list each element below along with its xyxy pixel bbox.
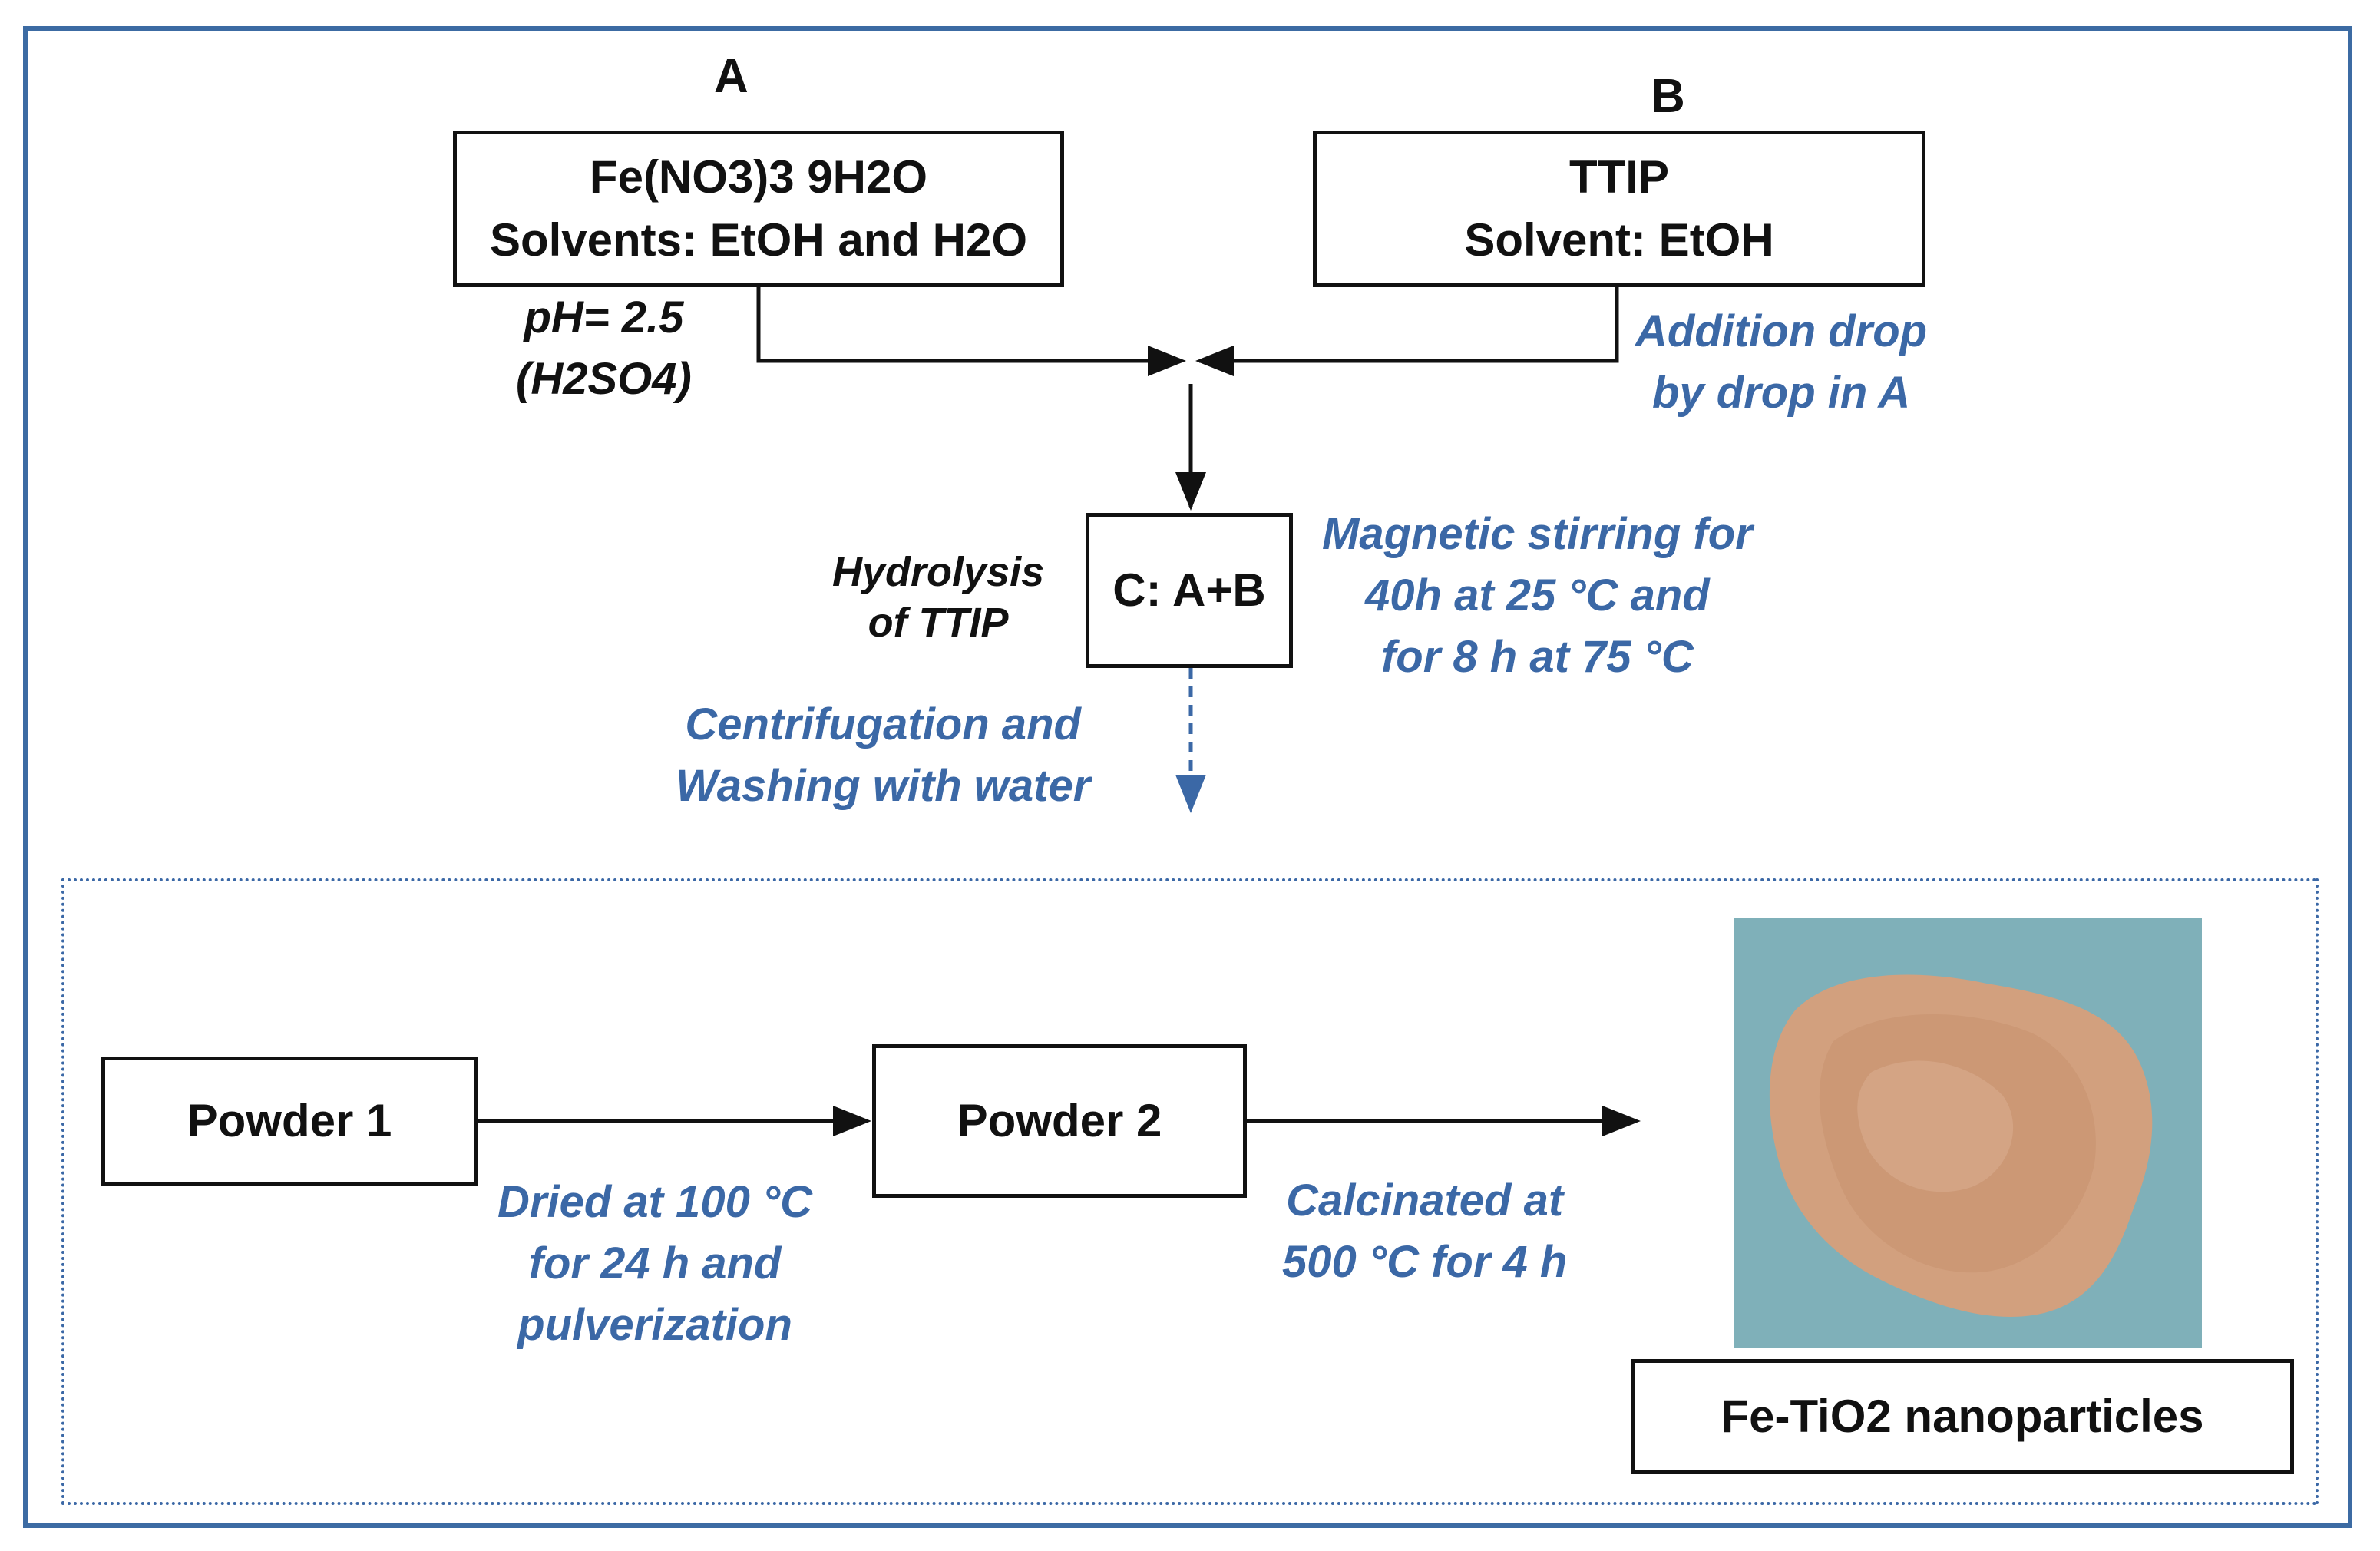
box-b-line2: Solvent: EtOH [1464, 214, 1774, 266]
nanoparticle-powder-photo [1734, 918, 2202, 1348]
centrifugation-note-line1: Centrifugation and [685, 699, 1081, 749]
calcinated-note-line1: Calcinated at [1286, 1176, 1564, 1225]
addition-note-line1: Addition drop [1635, 306, 1928, 356]
stirring-note-line3: for 8 h at 75 °C [1380, 632, 1694, 682]
label-b: B [1651, 70, 1685, 123]
box-a-line2: Solvents: EtOH and H2O [489, 214, 1028, 266]
box-c-label: C: A+B [1112, 564, 1266, 616]
powder-processing-section [61, 878, 2319, 1505]
label-a: A [714, 50, 749, 103]
centrifugation-note: Centrifugation and Washing with water [676, 694, 1090, 817]
dried-note-line2: for 24 h and [528, 1238, 782, 1288]
powder1-label: Powder 1 [187, 1095, 392, 1146]
dried-note: Dried at 100 °C for 24 h and pulverizati… [497, 1172, 812, 1356]
product-label: Fe-TiO2 nanoparticles [1721, 1391, 2204, 1442]
stirring-note-line2: 40h at 25 °C and [1365, 570, 1710, 620]
connector-a-to-junction [756, 287, 1186, 376]
calcinated-note-line2: 500 °C for 4 h [1282, 1237, 1568, 1287]
product-caption-box: Fe-TiO2 nanoparticles [1631, 1359, 2294, 1474]
box-a-line1: Fe(NO3)3 9H2O [589, 151, 928, 203]
outer-frame [23, 26, 2352, 1528]
connector-b-to-junction [1195, 287, 1619, 376]
calcinated-note: Calcinated at 500 °C for 4 h [1282, 1170, 1567, 1293]
powder-highlight [1857, 1060, 2014, 1192]
dried-note-line3: pulverization [517, 1300, 792, 1350]
stirring-note-line1: Magnetic stirring for [1322, 509, 1753, 559]
addition-note-line2: by drop in A [1651, 368, 1911, 418]
ph-note-line1: pH= 2.5 [524, 293, 684, 342]
box-b-ttip: TTIP Solvent: EtOH [1313, 131, 1925, 287]
hydrolysis-note-line2: of TTIP [868, 600, 1009, 646]
box-a-iron-nitrate: Fe(NO3)3 9H2O Solvents: EtOH and H2O [453, 131, 1064, 287]
box-b-line1: TTIP [1569, 151, 1669, 203]
box-powder-1: Powder 1 [101, 1057, 478, 1186]
centrifugation-note-line2: Washing with water [676, 761, 1091, 811]
box-powder-2: Powder 2 [872, 1044, 1247, 1198]
dried-note-line1: Dried at 100 °C [497, 1177, 813, 1227]
stirring-note: Magnetic stirring for 40h at 25 °C and f… [1322, 504, 1753, 688]
powder2-label: Powder 2 [957, 1095, 1162, 1146]
ph-note: pH= 2.5 (H2SO4) [516, 287, 692, 410]
hydrolysis-note: Hydrolysis of TTIP [832, 547, 1044, 648]
addition-note: Addition drop by drop in A [1635, 301, 1927, 424]
hydrolysis-note-line1: Hydrolysis [832, 549, 1045, 595]
ph-note-line2: (H2SO4) [516, 354, 692, 404]
box-c-mixture: C: A+B [1086, 513, 1293, 668]
